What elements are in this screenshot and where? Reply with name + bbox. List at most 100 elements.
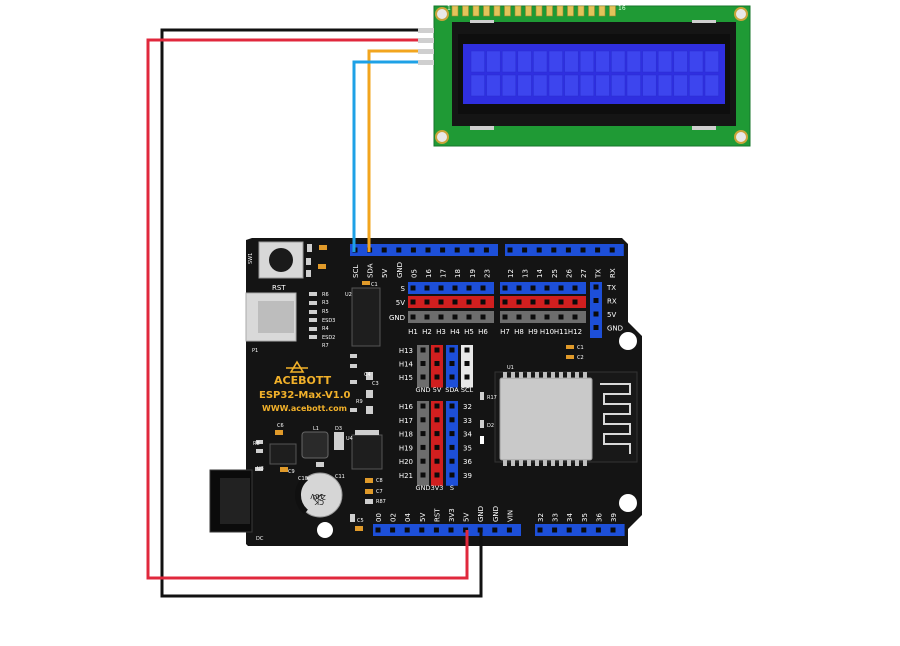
headers-layer	[350, 244, 625, 536]
lower-row-label-left: H16	[399, 403, 414, 411]
smd-part	[318, 264, 326, 269]
mid-header-pin	[464, 361, 470, 366]
lower-header-pin	[449, 458, 455, 464]
top-left-header-strip	[350, 244, 498, 256]
component-label: C7	[376, 489, 383, 495]
bottom-right-pin-label: 36	[595, 513, 603, 522]
lcd-pin	[598, 5, 606, 17]
mid-row-label: H13	[399, 347, 413, 355]
lcd-char-cell	[657, 74, 673, 97]
wire-5v-red	[146, 38, 469, 580]
lcd-pin	[493, 5, 501, 17]
top-right-pin-label: 13	[522, 269, 530, 278]
smd-part	[256, 440, 263, 444]
mid-header-strip	[461, 345, 473, 388]
lcd-pin	[525, 5, 532, 17]
lower-header-pin	[449, 431, 455, 437]
esp32-pad	[559, 460, 563, 466]
esp32-pad	[543, 460, 547, 466]
top-right-pin-label: RX	[609, 268, 617, 278]
top-left-pin-label: 19	[469, 269, 477, 278]
smd-part	[480, 420, 484, 428]
lower-header-pin	[434, 403, 440, 409]
h-label-left: H1	[408, 328, 418, 336]
lcd-char-cell	[626, 74, 641, 97]
row-header-right-strip	[500, 311, 586, 323]
row-header-left-pin	[438, 299, 444, 305]
lcd-char-cell	[501, 50, 517, 73]
uart-header-pin	[593, 298, 599, 303]
lower-row-label-left: H17	[399, 417, 413, 425]
h-label-right: H10	[540, 328, 554, 336]
component-label: R6	[322, 292, 329, 298]
lower-row-label-left: H20	[399, 458, 413, 466]
row-header-left-pin	[466, 299, 472, 305]
row-header-right-pin	[530, 299, 536, 305]
smd-part	[309, 318, 317, 322]
rst-label: RST	[272, 284, 286, 292]
row-header-right-pin	[544, 299, 550, 305]
lcd-pin	[535, 5, 543, 17]
mid-header-pin	[420, 361, 426, 366]
component-label: ESD2	[322, 335, 335, 341]
top-left-pin-label: 16	[425, 269, 433, 278]
lower-row-label-right: 35	[463, 444, 472, 452]
esp32-pad	[567, 460, 571, 466]
smd-part	[566, 355, 574, 359]
row-header-left-pin	[480, 299, 486, 305]
lcd-pin-header	[451, 5, 616, 17]
top-right-header-pin	[536, 247, 542, 253]
esp32-pad	[511, 372, 515, 378]
row-label: 5V	[396, 299, 405, 307]
bottom-right-pin-label: 39	[610, 513, 618, 522]
bottom-left-header-pin	[506, 527, 512, 533]
lcd-char-cell	[579, 50, 595, 73]
mid-col-label: GND	[416, 386, 431, 394]
smd-part	[275, 430, 283, 435]
usb-connector-inner	[258, 301, 294, 333]
lower-header-pin	[434, 417, 440, 423]
esp32-pad	[519, 460, 523, 466]
row-header-right-pin	[572, 299, 578, 305]
row-header-right-strip	[500, 282, 586, 294]
lcd-char-cell	[595, 74, 610, 97]
lcd-char-cell	[642, 50, 657, 73]
row-header-left-pin	[424, 285, 430, 291]
model-text: ESP32-Max-V1.0	[259, 390, 350, 401]
h-label-left: H2	[422, 328, 432, 336]
bottom-left-header-pin	[433, 527, 439, 533]
mid-header-strip	[417, 345, 429, 388]
top-right-pin-label: 12	[507, 269, 515, 278]
bottom-left-header-pin	[375, 527, 381, 533]
rst-button-cap[interactable]	[269, 248, 293, 272]
lower-header-pin	[420, 417, 426, 423]
lower-row-label-right: 39	[463, 472, 472, 480]
component-label: U4	[346, 436, 353, 442]
smd-part	[362, 281, 370, 285]
bottom-left-header-pin	[404, 527, 410, 533]
bottom-left-pin-label: RST	[433, 508, 441, 522]
lcd-char-cell	[533, 74, 548, 97]
lcd-pin	[577, 5, 585, 17]
lower-header-strip	[431, 401, 443, 486]
row-header-right-pin	[502, 285, 508, 291]
lcd-char-cell	[704, 74, 719, 97]
uart-header-strip	[590, 282, 602, 338]
cap-text-2: 220	[313, 493, 326, 501]
row-header-left-pin	[424, 314, 430, 320]
smd-part	[350, 364, 357, 368]
h-label-left: H5	[464, 328, 474, 336]
lower-header-pin	[449, 444, 455, 450]
lcd-module: 1 16	[418, 5, 751, 147]
smd-part	[365, 478, 373, 483]
row-header-right-pin	[530, 314, 536, 320]
lcd-pin	[609, 5, 616, 17]
bottom-right-header-pin	[566, 527, 572, 533]
h-label-left: H6	[478, 328, 488, 336]
h-label-left: H4	[450, 328, 460, 336]
esp32-antenna	[600, 383, 631, 454]
p1-label: P1	[252, 348, 258, 354]
top-left-header-pin	[425, 247, 431, 253]
lower-header-pin	[449, 403, 455, 409]
component-label: R87	[376, 499, 386, 505]
